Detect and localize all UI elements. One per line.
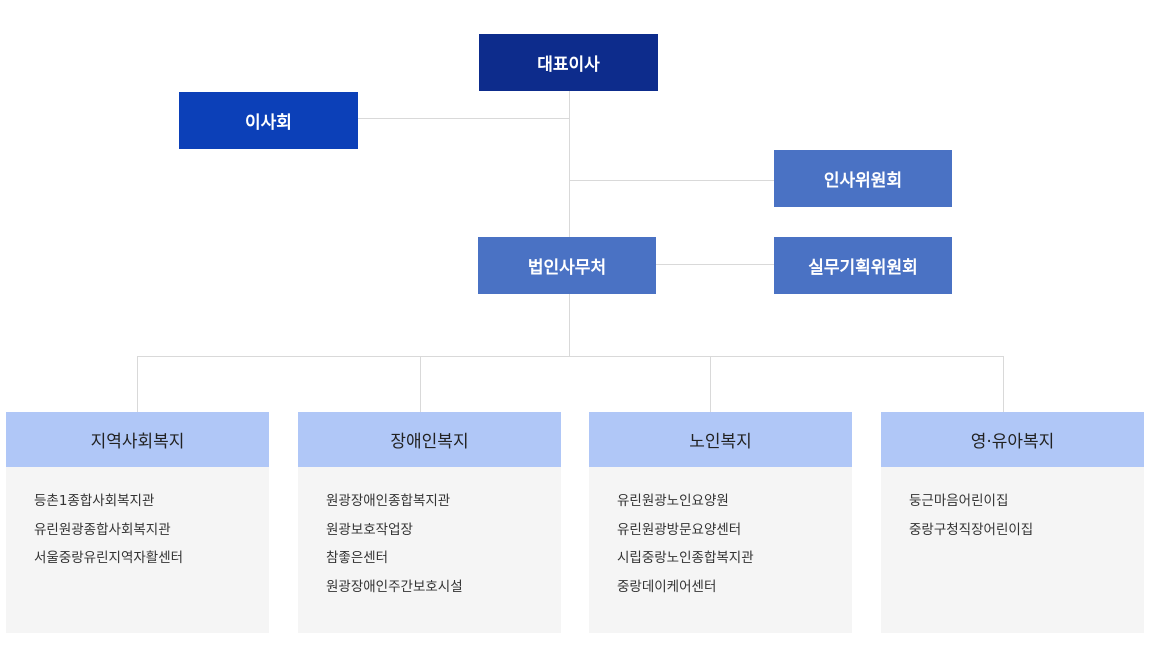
connector-hr-committee bbox=[569, 180, 774, 181]
facility-item: 등촌1종합사회복지관 bbox=[34, 493, 155, 509]
connector-main-vertical bbox=[569, 91, 570, 357]
division-body: 유린원광노인요양원 유린원광방문요양센터 시립중랑노인종합복지관 중랑데이케어센… bbox=[589, 467, 852, 633]
facility-item: 유린원광노인요양원 bbox=[617, 493, 729, 509]
secretariat-box: 법인사무처 bbox=[478, 237, 656, 294]
ceo-box: 대표이사 bbox=[479, 34, 658, 91]
planning-committee-box: 실무기획위원회 bbox=[774, 237, 952, 294]
connector-division-1 bbox=[137, 356, 138, 412]
hr-committee-box: 인사위원회 bbox=[774, 150, 952, 207]
division-community-welfare: 지역사회복지 등촌1종합사회복지관 유린원광종합사회복지관 서울중랑유린지역자활… bbox=[6, 412, 269, 633]
facility-item: 원광장애인종합복지관 bbox=[326, 493, 451, 509]
facility-item: 참좋은센터 bbox=[326, 550, 389, 566]
facility-item: 유린원광종합사회복지관 bbox=[34, 521, 171, 538]
board-box: 이사회 bbox=[179, 92, 358, 149]
connector-division-4 bbox=[1003, 356, 1004, 412]
connector-board bbox=[358, 118, 570, 119]
division-disability-welfare: 장애인복지 원광장애인종합복지관 원광보호작업장 참좋은센터 원광장애인주간보호… bbox=[298, 412, 561, 633]
connector-planning-committee bbox=[656, 264, 774, 265]
facility-item: 서울중랑유린지역자활센터 bbox=[34, 550, 184, 566]
facility-item: 시립중랑노인종합복지관 bbox=[617, 550, 754, 566]
facility-item: 중랑데이케어센터 bbox=[617, 578, 717, 595]
division-elderly-welfare: 노인복지 유린원광노인요양원 유린원광방문요양센터 시립중랑노인종합복지관 중랑… bbox=[589, 412, 852, 633]
facility-item: 둥근마음어린이집 bbox=[909, 493, 1009, 509]
division-child-welfare: 영·유아복지 둥근마음어린이집 중랑구청직장어린이집 bbox=[881, 412, 1144, 633]
facility-item: 유린원광방문요양센터 bbox=[617, 521, 742, 538]
facility-item: 원광장애인주간보호시설 bbox=[326, 578, 463, 595]
connector-division-3 bbox=[710, 356, 711, 412]
division-title: 장애인복지 bbox=[298, 412, 561, 467]
division-title: 영·유아복지 bbox=[881, 412, 1144, 467]
division-title: 노인복지 bbox=[589, 412, 852, 467]
division-title: 지역사회복지 bbox=[6, 412, 269, 467]
facility-item: 원광보호작업장 bbox=[326, 521, 413, 538]
connector-divisions-horizontal bbox=[137, 356, 1004, 357]
division-body: 원광장애인종합복지관 원광보호작업장 참좋은센터 원광장애인주간보호시설 bbox=[298, 467, 561, 633]
division-body: 등촌1종합사회복지관 유린원광종합사회복지관 서울중랑유린지역자활센터 bbox=[6, 467, 269, 633]
division-body: 둥근마음어린이집 중랑구청직장어린이집 bbox=[881, 467, 1144, 633]
facility-item: 중랑구청직장어린이집 bbox=[909, 521, 1034, 538]
connector-division-2 bbox=[420, 356, 421, 412]
